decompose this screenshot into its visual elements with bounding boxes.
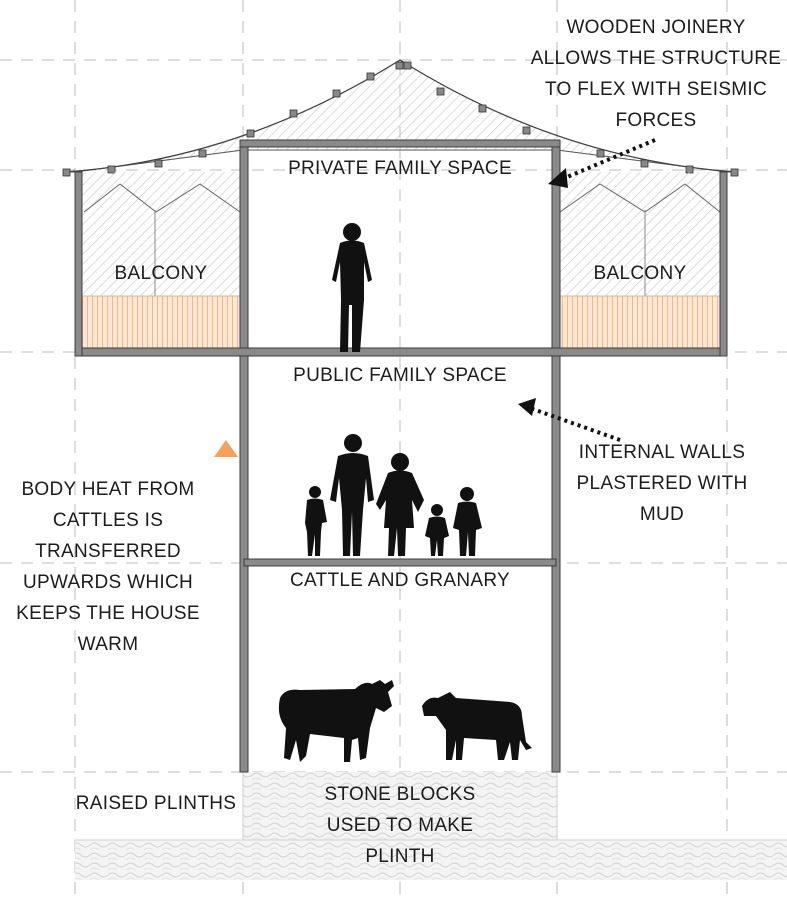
wall-balcony-left-outer bbox=[74, 171, 83, 357]
heat-arrow bbox=[214, 440, 238, 699]
annotation-body-heat-line: TRANSFERRED bbox=[35, 541, 181, 562]
annotation-body-heat-line: CATTLES IS bbox=[52, 510, 164, 531]
annotation-internal-walls-line: INTERNAL WALLS bbox=[578, 442, 746, 463]
annotation-body-heat: BODY HEAT FROM CATTLES IS TRANSFERRED UP… bbox=[2, 474, 214, 660]
ceiling-private bbox=[239, 139, 561, 148]
family-silhouettes bbox=[305, 434, 482, 556]
balcony-left-structure bbox=[81, 172, 241, 349]
annotation-internal-walls-line: PLASTERED WITH bbox=[576, 473, 748, 494]
annotation-body-heat-line: UPWARDS WHICH bbox=[23, 572, 193, 593]
annotation-stone-blocks-line: PLINTH bbox=[365, 846, 435, 867]
annotation-stone-blocks: STONE BLOCKS USED TO MAKE PLINTH bbox=[280, 779, 520, 872]
structural-walls bbox=[74, 139, 728, 773]
label-private-family-space: PRIVATE FAMILY SPACE bbox=[288, 158, 512, 179]
label-cattle-and-granary: CATTLE AND GRANARY bbox=[289, 570, 511, 591]
annotation-wooden-joinery-line: WOODEN JOINERY bbox=[566, 17, 746, 38]
floor-public-cattle bbox=[243, 558, 557, 567]
annotation-wooden-joinery-line: FORCES bbox=[615, 110, 697, 131]
roof-tiles bbox=[62, 61, 739, 177]
annotation-internal-walls: INTERNAL WALLS PLASTERED WITH MUD bbox=[562, 437, 762, 530]
wall-left-main bbox=[239, 139, 249, 773]
annotation-wooden-joinery: WOODEN JOINERY ALLOWS THE STRUCTURE TO F… bbox=[525, 12, 787, 136]
balcony-right-structure bbox=[559, 172, 721, 349]
annotation-body-heat-line: WARM bbox=[77, 634, 139, 655]
label-public-family-space: PUBLIC FAMILY SPACE bbox=[293, 365, 507, 386]
wall-right-main bbox=[551, 139, 561, 773]
cattle-silhouettes bbox=[278, 680, 532, 762]
joinery-pointer-arrow bbox=[559, 138, 656, 182]
annotation-body-heat-line: KEEPS THE HOUSE bbox=[16, 603, 200, 624]
joinery-pointer-head bbox=[548, 168, 568, 188]
annotation-body-heat-line: BODY HEAT FROM bbox=[21, 479, 195, 500]
annotation-wooden-joinery-line: TO FLEX WITH SEISMIC bbox=[544, 79, 768, 100]
walls-pointer-head bbox=[518, 398, 536, 416]
label-balcony-right: BALCONY bbox=[593, 263, 687, 284]
ground-strip bbox=[75, 840, 787, 880]
annotation-stone-blocks-line: USED TO MAKE bbox=[326, 815, 474, 836]
label-balcony-left: BALCONY bbox=[114, 263, 208, 284]
walls-pointer-arrow bbox=[529, 406, 621, 442]
annotation-internal-walls-line: MUD bbox=[639, 504, 685, 525]
person-silhouette bbox=[332, 223, 372, 352]
roof-top-line bbox=[64, 59, 738, 173]
label-raised-plinths: RAISED PLINTHS bbox=[75, 793, 237, 814]
annotation-wooden-joinery-line: ALLOWS THE STRUCTURE bbox=[530, 48, 782, 69]
annotation-stone-blocks-line: STONE BLOCKS bbox=[324, 784, 476, 805]
stone-plinth bbox=[243, 772, 557, 842]
floor-balcony-level bbox=[74, 347, 728, 357]
wall-balcony-right-outer bbox=[719, 171, 728, 357]
